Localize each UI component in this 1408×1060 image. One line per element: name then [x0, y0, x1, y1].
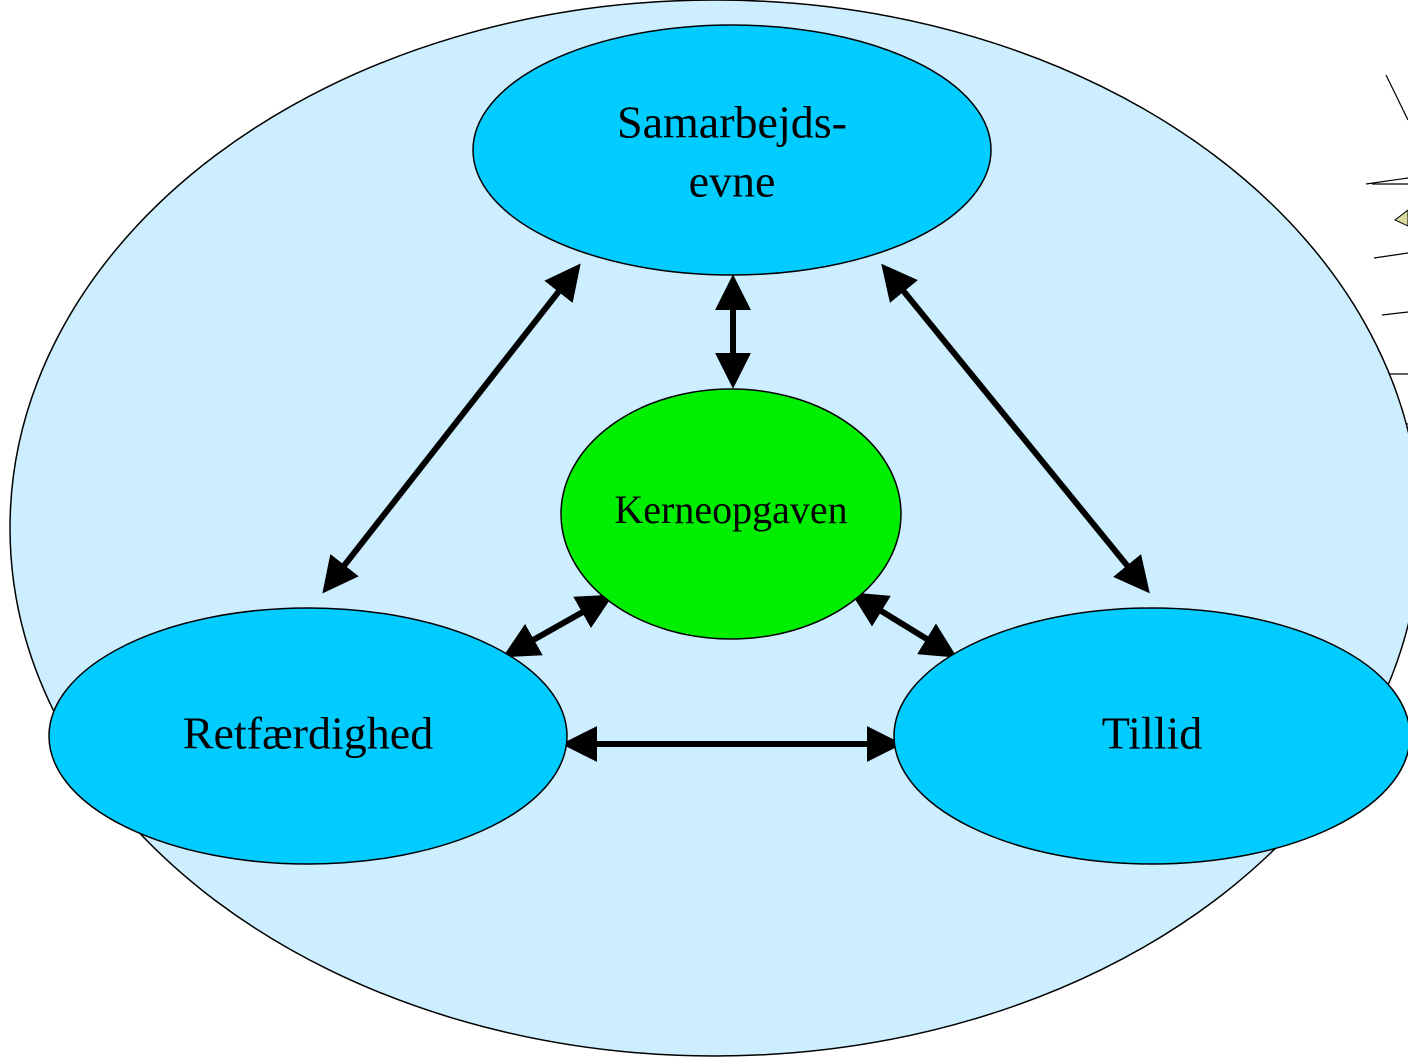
arrow-top-left — [322, 263, 581, 594]
arrow-right-center — [850, 592, 958, 658]
node-samarbejdsevne-line1: Samarbejds- — [617, 97, 847, 148]
node-samarbejdsevne: Samarbejds- evne — [472, 24, 992, 276]
leaf-icon — [1394, 209, 1408, 227]
node-tillid: Tillid — [893, 607, 1408, 865]
arrow-top-right — [881, 263, 1150, 594]
node-kerneopgaven: Kerneopgaven — [560, 388, 902, 640]
arrow-left-center — [502, 594, 614, 658]
connection-arrows — [322, 263, 1150, 762]
node-tillid-label: Tillid — [1102, 708, 1203, 759]
node-retfaerdighed-label: Retfærdighed — [183, 708, 433, 759]
node-kerneopgaven-label: Kerneopgaven — [614, 487, 847, 532]
node-retfaerdighed: Retfærdighed — [48, 607, 568, 865]
node-samarbejdsevne-line2: evne — [689, 156, 776, 207]
